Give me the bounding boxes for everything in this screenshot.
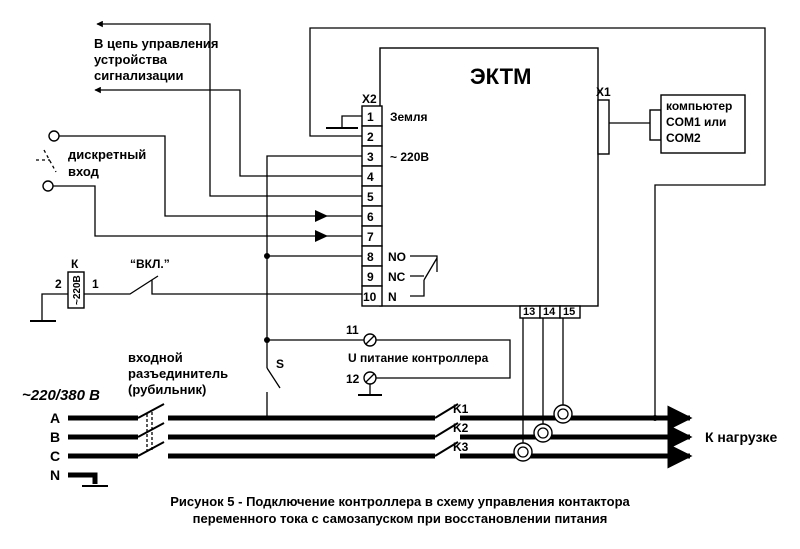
computer-line2: COM1 или xyxy=(666,115,726,129)
discrete-contact-icon xyxy=(36,149,57,173)
computer-connector xyxy=(649,109,662,141)
x1-label: X1 xyxy=(596,85,611,99)
coil-k xyxy=(67,271,85,309)
controller-box xyxy=(379,47,599,307)
bottom-terminals xyxy=(519,305,581,319)
coil-label: К xyxy=(71,257,79,271)
current-transformer-b xyxy=(533,423,553,443)
switch-s xyxy=(266,367,281,418)
discrete-arrow-7 xyxy=(315,230,328,242)
discrete-wire-6 xyxy=(59,135,328,217)
discrete-terminal-top xyxy=(48,130,60,142)
phase-b-label: B xyxy=(50,429,60,445)
phase-a-label: A xyxy=(50,410,60,426)
terminal-12: 12 xyxy=(346,372,360,386)
current-transformer-a xyxy=(553,404,573,424)
contact-k1: K1 xyxy=(453,402,469,416)
mains-label: ~220/380 В xyxy=(22,387,100,404)
discrete-terminal-bottom xyxy=(42,180,54,192)
load-label: К нагрузке xyxy=(705,429,777,445)
coil-ground-wire xyxy=(41,293,68,320)
ground-label: Земля xyxy=(390,110,428,124)
alarm-wire-4 xyxy=(94,86,362,177)
terminal-4: 4 xyxy=(367,170,374,184)
terminal-5: 5 xyxy=(367,190,374,204)
nc-label: NC xyxy=(388,270,406,284)
controller-name: ЭКТМ xyxy=(470,64,531,89)
terminal1-ground-wire xyxy=(341,115,362,127)
disconnector-line3: (рубильник) xyxy=(128,382,206,397)
terminal-14: 14 xyxy=(543,306,556,318)
power-label: U питание контроллера xyxy=(348,351,489,365)
terminal-1: 1 xyxy=(367,110,374,124)
discrete-wire-7 xyxy=(53,185,328,237)
bus-220v xyxy=(266,155,362,368)
no-label: NO xyxy=(388,250,406,264)
disconnector-link xyxy=(146,412,153,452)
loop-wire xyxy=(309,27,766,418)
terminal-9: 9 xyxy=(367,270,374,284)
discrete-arrow-6 xyxy=(315,210,328,222)
terminal-2: 2 xyxy=(367,130,374,144)
terminal-11: 11 xyxy=(346,323,359,337)
internal-relay-contact xyxy=(410,255,438,297)
alarm-line3: сигнализации xyxy=(94,68,183,83)
ac220-label: ~ 220В xyxy=(390,150,429,164)
computer-line3: COM2 xyxy=(666,131,701,145)
contact-k2: K2 xyxy=(453,421,469,435)
x1-connector xyxy=(597,99,610,155)
terminal-10: 10 xyxy=(363,290,377,304)
terminal-6: 6 xyxy=(367,210,374,224)
n-label: N xyxy=(388,290,397,304)
coil-rating: ~220В xyxy=(72,275,83,305)
phase-c-label: C xyxy=(50,448,60,464)
terminal-7: 7 xyxy=(367,230,374,244)
alarm-line2: устройства xyxy=(94,52,168,67)
discrete-line1: дискретный xyxy=(68,147,146,162)
terminal-8: 8 xyxy=(367,250,374,264)
terminal-3: 3 xyxy=(367,150,374,164)
alarm-line1: В цепь управления xyxy=(94,36,219,51)
terminal-13: 13 xyxy=(523,306,535,318)
current-transformer-c xyxy=(513,442,533,462)
disconnector-line2: разъединитель xyxy=(128,366,228,381)
switch-on-label: “ВКЛ.” xyxy=(130,257,170,271)
coil-pin2: 2 xyxy=(55,277,62,291)
phase-n-label: N xyxy=(50,467,60,483)
discrete-line2: вход xyxy=(68,164,100,179)
alarm-wire-5 xyxy=(96,20,362,197)
disconnector-line1: входной xyxy=(128,350,183,365)
power-wire-11-right xyxy=(376,339,511,379)
switch-s-label: S xyxy=(276,357,284,371)
terminal-15: 15 xyxy=(563,306,575,318)
computer-line1: компьютер xyxy=(666,99,732,113)
coil-pin1: 1 xyxy=(92,277,99,291)
on-switch-wire xyxy=(84,275,362,295)
disconnector-blades xyxy=(137,403,165,457)
caption-line2: переменного тока с самозапуском при восс… xyxy=(193,511,608,526)
phase-n-line xyxy=(68,472,98,484)
terminal-block xyxy=(361,105,383,307)
computer-box xyxy=(660,94,746,154)
caption-line1: Рисунок 5 - Подключение контроллера в сх… xyxy=(170,494,630,509)
contactor-contacts xyxy=(434,403,459,457)
x2-label: X2 xyxy=(362,92,377,106)
contact-k3: K3 xyxy=(453,440,469,454)
